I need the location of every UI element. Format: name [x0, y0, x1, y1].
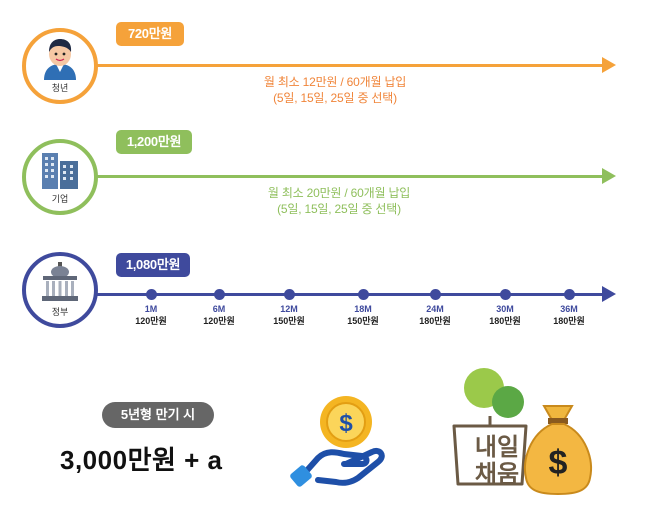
milestone-amount: 180만원	[489, 316, 521, 326]
government-amount-badge: 1,080만원	[116, 253, 190, 277]
youth-label: 청년	[51, 83, 69, 93]
milestone-month: 30M	[496, 304, 514, 314]
government-circle: 정부	[22, 252, 98, 328]
youth-amount-badge: 720만원	[116, 22, 184, 46]
youth-note: 월 최소 12만원 / 60개월 납입 (5일, 15일, 25일 중 선택)	[230, 74, 440, 106]
youth-note-line1: 월 최소 12만원 / 60개월 납입	[263, 75, 407, 89]
youth-timeline-line	[92, 64, 604, 67]
milestone: 30M 180만원	[478, 303, 532, 327]
milestone: 12M 150만원	[262, 303, 316, 327]
company-label: 기업	[51, 194, 69, 204]
milestone-month: 12M	[280, 304, 298, 314]
youth-note-line2: (5일, 15일, 25일 중 선택)	[273, 91, 397, 105]
svg-text:$: $	[339, 410, 353, 437]
milestone-dot	[214, 289, 225, 300]
milestone-month: 24M	[426, 304, 444, 314]
money-bag-icon: $	[524, 405, 592, 496]
milestone-amount: 180만원	[553, 316, 585, 326]
milestone-dot	[430, 289, 441, 300]
total-amount: 3,000만원 + a	[60, 445, 223, 475]
company-note-line1: 월 최소 20만원 / 60개월 납입	[267, 186, 411, 200]
maturity-pill: 5년형 만기 시	[102, 402, 214, 428]
building-icon	[42, 153, 78, 189]
milestone-month: 6M	[212, 304, 226, 314]
government-label: 정부	[51, 307, 69, 317]
coin-hand-icon: $	[290, 396, 385, 487]
milestone: 6M 120만원	[192, 303, 246, 327]
milestone-dot	[146, 289, 157, 300]
milestone-amount: 120만원	[203, 316, 235, 326]
milestone-dot	[564, 289, 575, 300]
person-icon	[44, 39, 76, 80]
milestone-dot	[500, 289, 511, 300]
logo-line1: 내일	[474, 434, 520, 461]
company-circle: 기업	[22, 139, 98, 215]
company-note-line2: (5일, 15일, 25일 중 선택)	[277, 202, 401, 216]
naeil-chaeum-logo	[452, 368, 528, 486]
government-building-icon	[42, 262, 78, 301]
milestone: 18M 150만원	[336, 303, 390, 327]
milestone: 24M 180만원	[408, 303, 462, 327]
logo-line2: 채움	[474, 461, 520, 488]
youth-circle: 청년	[22, 28, 98, 104]
logo-text: 내일 채움	[459, 434, 535, 488]
milestone-month: 36M	[560, 304, 578, 314]
milestone-month: 18M	[354, 304, 372, 314]
milestone-dot	[284, 289, 295, 300]
milestone-month: 1M	[144, 304, 158, 314]
company-note: 월 최소 20만원 / 60개월 납입 (5일, 15일, 25일 중 선택)	[234, 185, 444, 217]
milestone-amount: 150만원	[273, 316, 305, 326]
milestone-amount: 120만원	[135, 316, 167, 326]
milestone-amount: 180만원	[419, 316, 451, 326]
government-arrowhead	[602, 286, 616, 302]
company-timeline-line	[92, 175, 604, 178]
milestone-dot	[358, 289, 369, 300]
milestone: 36M 180만원	[542, 303, 596, 327]
milestone-amount: 150만원	[347, 316, 379, 326]
government-timeline-line	[92, 293, 604, 296]
company-arrowhead	[602, 168, 616, 184]
milestone: 1M 120만원	[124, 303, 178, 327]
youth-arrowhead	[602, 57, 616, 73]
company-amount-badge: 1,200만원	[116, 130, 192, 154]
svg-text:$: $	[549, 444, 568, 482]
